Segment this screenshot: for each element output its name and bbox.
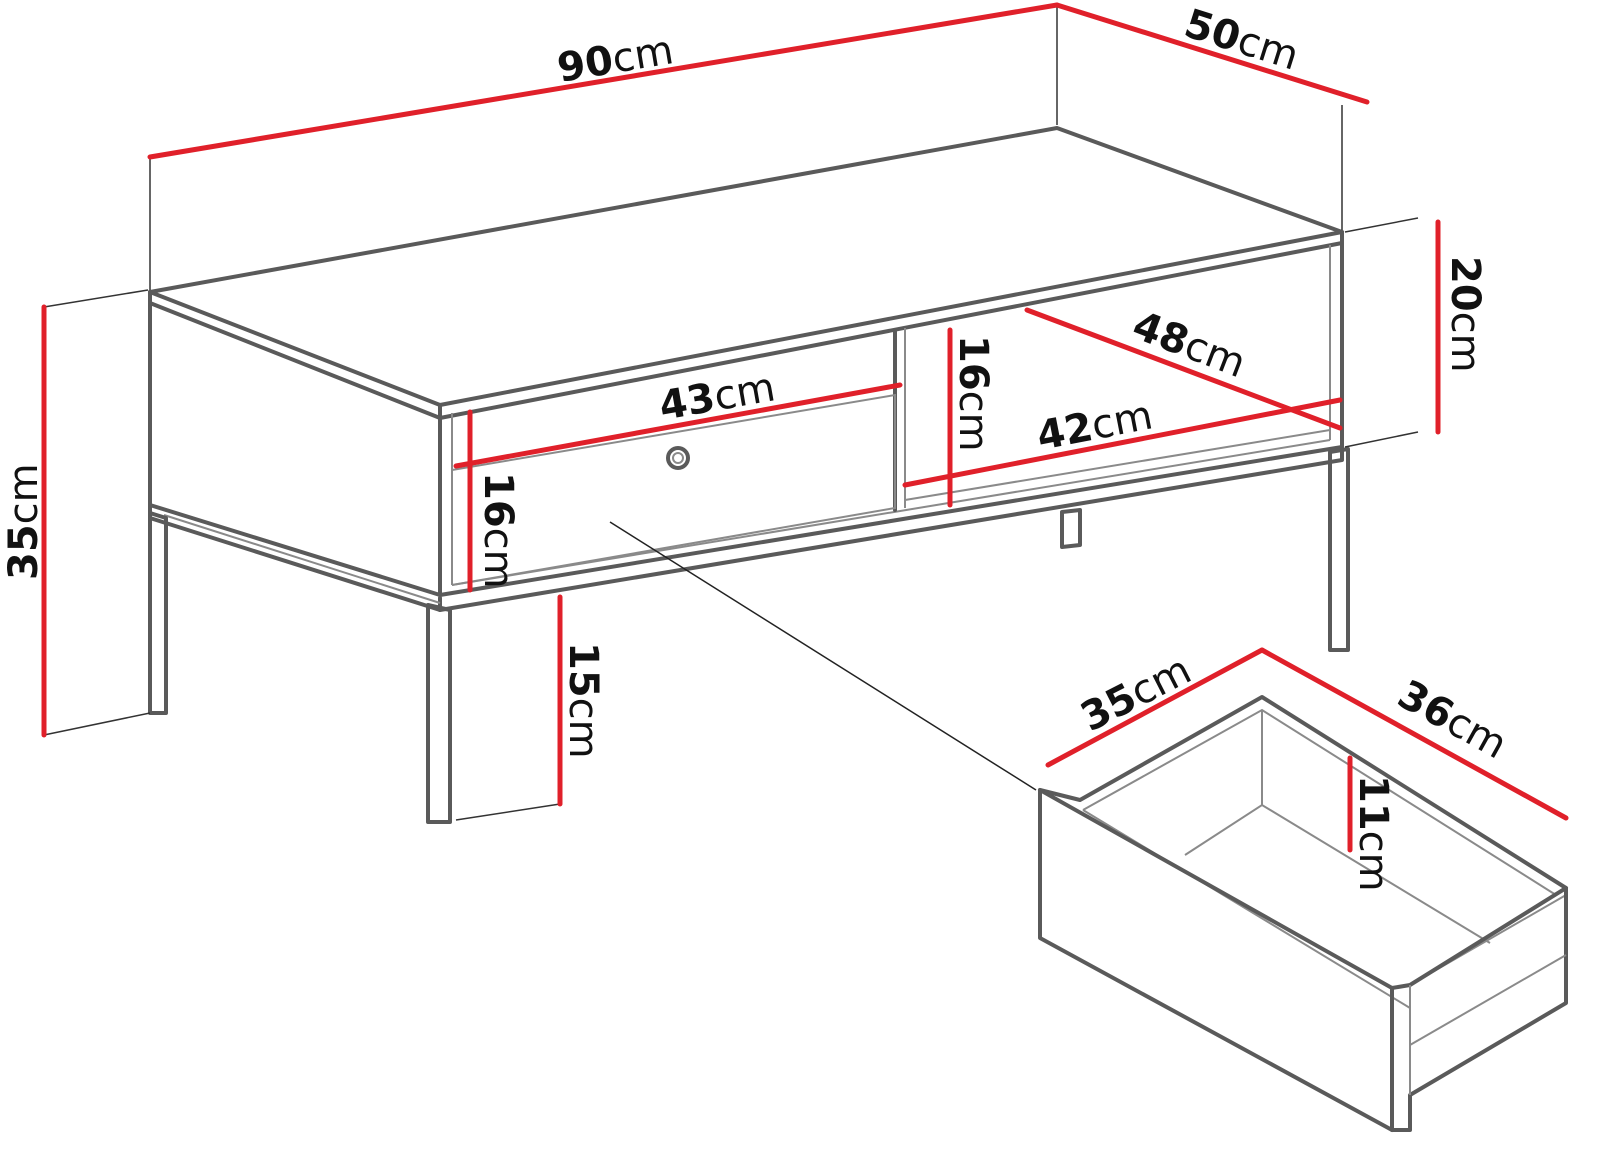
drawer-front-face [451,393,896,586]
dim-line-drawer-depth [1259,647,1569,821]
drawer-knob-inner [672,452,684,464]
drawer-front-panel [1390,886,1568,1132]
label-depth: 50cm [1179,1,1304,80]
dimension-lines [41,2,1569,853]
cabinet-outline [148,126,1344,597]
drawer-front-ledge [1409,954,1567,1046]
compartment-bottom-edge [904,429,1331,501]
label-compartment-width: 42cm [1033,392,1156,459]
label-drawer-front-height: 16cm [475,472,521,589]
leg-back-right [1060,508,1082,549]
label-total-height: 35cm [1,463,47,580]
extension-lines [43,5,1419,821]
cabinet-frame [148,445,1350,824]
dim-line-compartment-width [902,397,1343,488]
label-total-width: 90cm [554,27,677,92]
label-compartment-depth: 48cm [1126,302,1251,387]
label-top-shelf-height: 20cm [1442,256,1488,373]
dim-line-drawer-front-width [453,382,903,469]
cabinet-body-bottom [438,445,1344,597]
dim-line-drawer-width [1045,647,1265,768]
drawer-leader-line [609,521,1037,791]
leg-back-left [148,511,168,715]
drawer-left-wall [1038,788,1394,1132]
dim-line-depth [1054,2,1370,105]
label-compartment-height: 16cm [950,335,996,452]
label-drawer-front-width: 43cm [656,364,779,430]
frame-rail-front [438,445,1344,612]
leg-front-left [426,603,452,824]
label-leg-height: 15cm [560,642,606,759]
drawer-knob-icon [666,446,690,470]
drawer-rim-outer [1038,695,1568,890]
leg-front-right [1328,447,1350,652]
label-drawer-inner-height: 11cm [1350,775,1396,892]
cabinet-left-side [148,290,442,597]
label-drawer-width: 35cm [1074,647,1199,741]
cabinet-body-bottom-inner [451,439,1331,586]
drawer-detail [1038,695,1568,1132]
frame-rail-left-inner [163,514,441,604]
dim-line-total-width [147,2,1060,160]
